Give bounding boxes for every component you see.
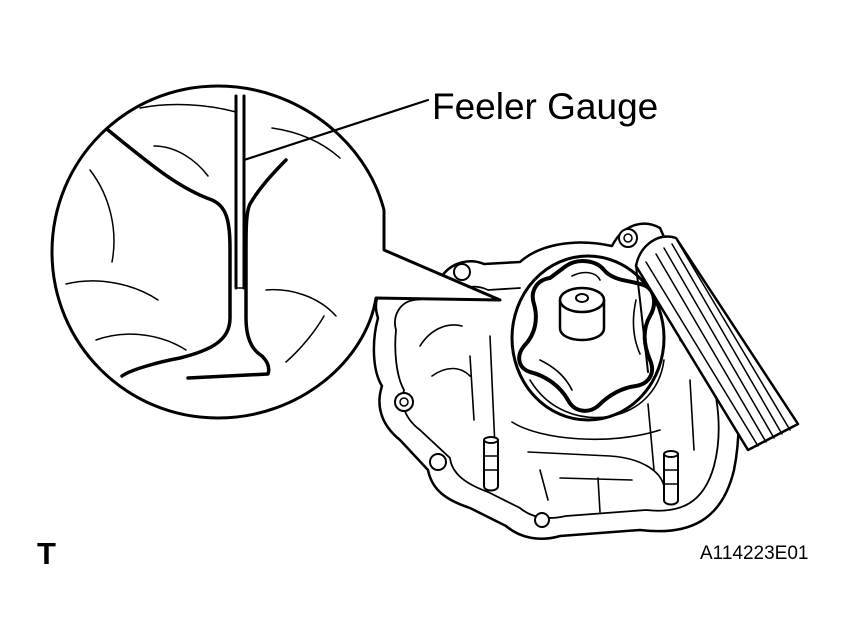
pump-cover-rim xyxy=(529,359,665,419)
corner-mark: T xyxy=(37,536,56,571)
stud-left xyxy=(483,436,499,492)
bolt-hole-top-inner xyxy=(623,233,633,243)
magnified-housing-left xyxy=(106,128,232,378)
bolt-hole-lower-left xyxy=(429,453,447,471)
bolt-hole-upper-left xyxy=(453,263,471,281)
magnifier-bubble xyxy=(50,84,502,420)
callout-leader-line xyxy=(242,98,430,162)
stud-right xyxy=(663,450,679,506)
casting-detail-lines xyxy=(419,324,695,513)
shaft-center-hole xyxy=(575,293,589,303)
bolt-hole-bottom xyxy=(534,512,550,528)
magnified-callout xyxy=(50,84,502,420)
feeler-gauge-stripes xyxy=(645,241,791,447)
feeler-gauge-insert xyxy=(635,265,649,373)
feeler-gauge-label: Feeler Gauge xyxy=(432,86,659,127)
figure-code: A114223E01 xyxy=(700,543,809,564)
magnified-feeler-blade xyxy=(234,94,246,290)
bolt-hole-left-inner xyxy=(399,397,409,407)
water-pump-body xyxy=(372,222,800,540)
impeller-inner-edge xyxy=(539,271,641,391)
magnified-housing-right xyxy=(186,158,288,380)
